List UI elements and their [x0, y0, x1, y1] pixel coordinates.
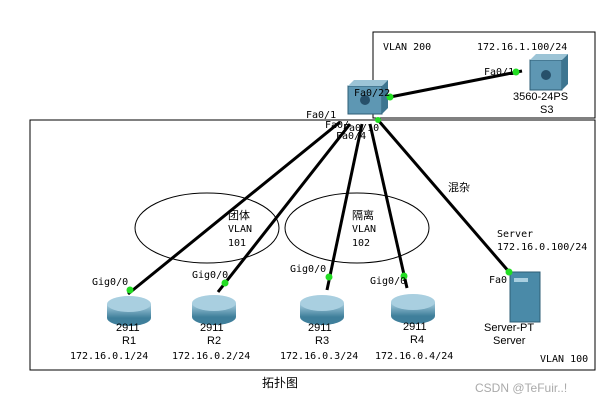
group-vlan: VLAN — [352, 224, 376, 235]
group-title: 团体 — [228, 208, 250, 222]
r1-name: R1 — [122, 335, 136, 347]
router-r4-icon[interactable] — [391, 294, 435, 324]
vlan100-label: VLAN 100 — [540, 354, 588, 365]
link-status-dot — [221, 279, 229, 287]
promiscuous-label: 混杂 — [448, 181, 470, 194]
r4-port-label: Gig0/0 — [370, 276, 406, 287]
r1-ip: 172.16.0.1/24 — [70, 351, 148, 362]
watermark: CSDN @TeFuir..! — [475, 381, 567, 395]
link-switch-server[interactable] — [376, 119, 512, 274]
port-label-fa0-22: Fa0/22 — [354, 88, 390, 99]
group-id: 102 — [352, 238, 370, 249]
switch-s3-icon[interactable] — [529, 54, 568, 91]
vlan100-zone — [29, 119, 596, 371]
link-switch-r3[interactable] — [325, 123, 364, 291]
port-label-fa0-10: Fa0/10 — [343, 123, 379, 134]
router-r1-icon[interactable] — [107, 296, 151, 326]
server-label: Server — [497, 229, 533, 240]
group-title: 隔离 — [352, 208, 374, 222]
s3-name-label: S3 — [540, 104, 553, 116]
r1-model: 2911 — [116, 322, 140, 334]
link-status-dot — [386, 93, 394, 101]
link-status-dot — [400, 272, 408, 280]
group-vlan: VLAN — [228, 224, 252, 235]
r4-model: 2911 — [403, 321, 427, 333]
link-switch-r1[interactable] — [127, 120, 341, 296]
link-status-dot — [325, 273, 333, 281]
router-r2-icon[interactable] — [192, 295, 236, 325]
r3-name: R3 — [315, 335, 329, 347]
r2-model: 2911 — [200, 322, 224, 334]
link-status-dot — [126, 286, 134, 294]
server-ip: 172.16.0.100/24 — [497, 242, 587, 253]
r3-model: 2911 — [308, 322, 332, 334]
isolated-vlan-ellipse — [284, 192, 430, 264]
community-vlan-ellipse — [134, 192, 280, 264]
link-status-dot — [512, 68, 520, 76]
link-switch-s3[interactable] — [384, 69, 523, 100]
r4-name: R4 — [410, 334, 424, 346]
link-switch-r4[interactable] — [368, 123, 409, 289]
vlan200-label: VLAN 200 — [383, 42, 431, 53]
r3-ip: 172.16.0.3/24 — [280, 351, 358, 362]
router-r3-icon[interactable] — [300, 295, 344, 325]
port-label-fa0-4: Fa0/4 — [336, 131, 366, 142]
link-switch-r2[interactable] — [216, 123, 352, 293]
server-port-label: Fa0 — [489, 275, 507, 286]
s3-model-label: 3560-24PS — [513, 91, 568, 103]
r3-port-label: Gig0/0 — [290, 264, 326, 275]
r2-ip: 172.16.0.2/24 — [172, 351, 250, 362]
group-id: 101 — [228, 238, 246, 249]
s3-ip-label: 172.16.1.100/24 — [477, 42, 567, 53]
server-name: Server — [493, 335, 526, 347]
port-label-fa0-1: Fa0/1 — [306, 110, 336, 121]
r1-port-label: Gig0/0 — [92, 277, 128, 288]
s3-port-label: Fa0/1 — [484, 67, 514, 78]
link-status-dot — [375, 117, 381, 123]
r2-port-label: Gig0/0 — [192, 270, 228, 281]
r4-ip: 172.16.0.4/24 — [375, 351, 453, 362]
multilayer-switch-icon[interactable] — [347, 80, 388, 115]
caption: 拓扑图 — [262, 376, 298, 390]
port-label-fa0: Fa0/ — [325, 120, 349, 131]
r2-name: R2 — [207, 335, 221, 347]
server-icon[interactable] — [509, 271, 541, 323]
link-status-dot — [505, 268, 513, 276]
server-model: Server-PT — [484, 322, 534, 334]
vlan200-zone — [372, 31, 596, 119]
